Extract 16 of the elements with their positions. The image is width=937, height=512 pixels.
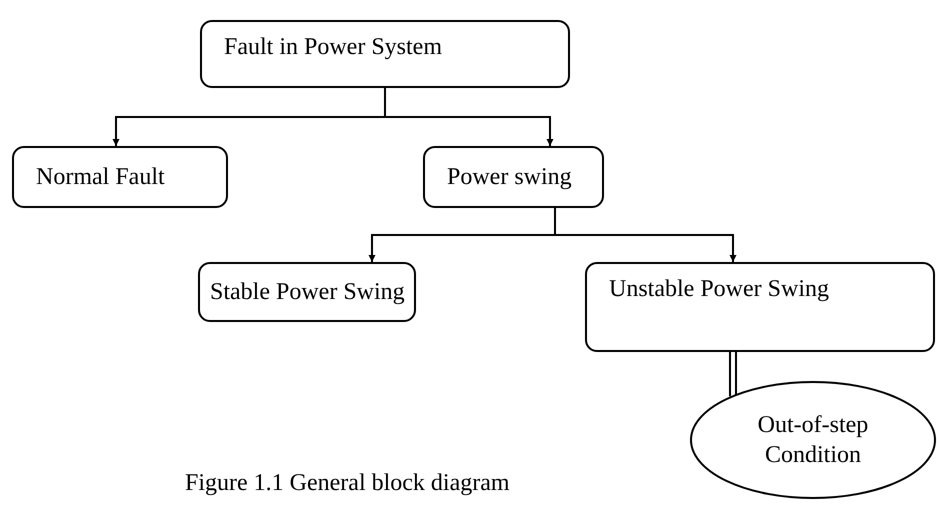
arrow [384, 88, 554, 146]
arrow [554, 208, 736, 262]
process-box [423, 146, 604, 208]
process-box [12, 146, 228, 208]
node-label: Normal Fault [36, 163, 165, 192]
node-label: Fault in Power System [224, 33, 442, 62]
node-label: Out-of-step Condition [756, 411, 870, 470]
condition-ellipse [690, 381, 936, 499]
process-box [585, 262, 935, 352]
node-label: Power swing [447, 163, 572, 192]
node-label: Unstable Power Swing [609, 275, 829, 304]
figure-caption: Figure 1.1 General block diagram [185, 470, 510, 497]
process-box [198, 262, 416, 322]
double-line-connector [729, 352, 737, 396]
node-label: Stable Power Swing [210, 278, 405, 307]
process-box [200, 20, 570, 88]
